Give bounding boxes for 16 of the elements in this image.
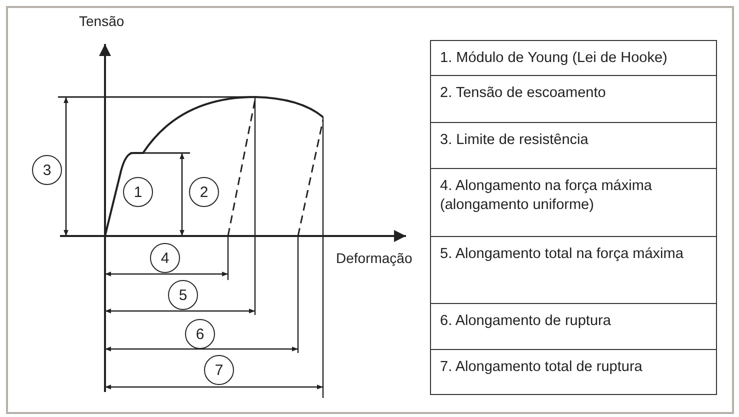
axis-label: Deformação bbox=[336, 250, 412, 266]
table-cell: 1. Módulo de Young (Lei de Hooke) bbox=[431, 41, 716, 76]
callout-number: 3 bbox=[32, 155, 62, 185]
axis-label: Tensão bbox=[79, 13, 124, 29]
callout-number: 6 bbox=[185, 319, 215, 349]
table-cell: 4. Alongamento na força máxima (alongamento uniforme) bbox=[431, 169, 716, 237]
table-cell: 7. Alongamento total de ruptura bbox=[431, 350, 716, 395]
table-cell: 5. Alongamento total na força máxima bbox=[431, 237, 716, 304]
callout-number: 5 bbox=[168, 280, 198, 310]
callout-number: 2 bbox=[189, 177, 219, 207]
table-cell: 3. Limite de resistência bbox=[431, 123, 716, 169]
table-cell: 6. Alongamento de ruptura bbox=[431, 304, 716, 350]
callout-number: 4 bbox=[150, 243, 180, 273]
callout-number: 7 bbox=[204, 355, 234, 385]
table-cell: 2. Tensão de escoamento bbox=[431, 76, 716, 123]
callout-number: 1 bbox=[123, 177, 153, 207]
